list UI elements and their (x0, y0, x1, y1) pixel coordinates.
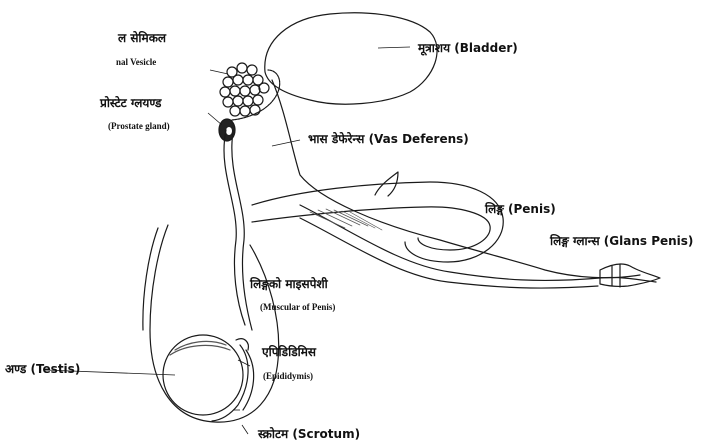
vas-deferens (224, 130, 252, 330)
testis-label: अण्ड (Testis) (5, 363, 80, 375)
seminal-vesicle-label-english: nal Vesicle (116, 58, 156, 67)
prostate-label-hindi: प्रोस्टेट ग्लयण्ड (100, 97, 161, 109)
epididymis (212, 345, 254, 421)
glans-penis-label: लिङ्ग ग्लान्स (Glans Penis) (550, 235, 693, 247)
epididymis-label-english: (Epididymis) (263, 372, 313, 381)
seminal-vesicle-cluster (220, 63, 269, 116)
seminal-vesicle-label-hindi: ल सेमिकल (118, 32, 166, 44)
penis-label: लिङ्ग (Penis) (485, 203, 556, 215)
bladder-label: मूत्राशय (Bladder) (418, 42, 518, 54)
scrotum-label: स्क्रोटम (Scrotum) (258, 428, 360, 440)
scrotum-outline (150, 225, 279, 422)
muscular-penis-label-english: (Muscular of Penis) (260, 303, 335, 312)
penis-outline (252, 182, 503, 262)
penis-muscle-shading (310, 209, 382, 230)
glans-penis (600, 264, 660, 286)
vas-deferens-label: भास डेफेरेन्स (Vas Deferens) (308, 133, 469, 145)
prostate-label-english: (Prostate gland) (108, 122, 170, 131)
urethra-path (272, 80, 640, 278)
epididymis-label-hindi: एपिडिडिमिस (262, 346, 316, 358)
muscular-penis-label-hindi: लिङ्गको माइसपेशी (250, 278, 328, 290)
bladder-shape (265, 13, 437, 104)
